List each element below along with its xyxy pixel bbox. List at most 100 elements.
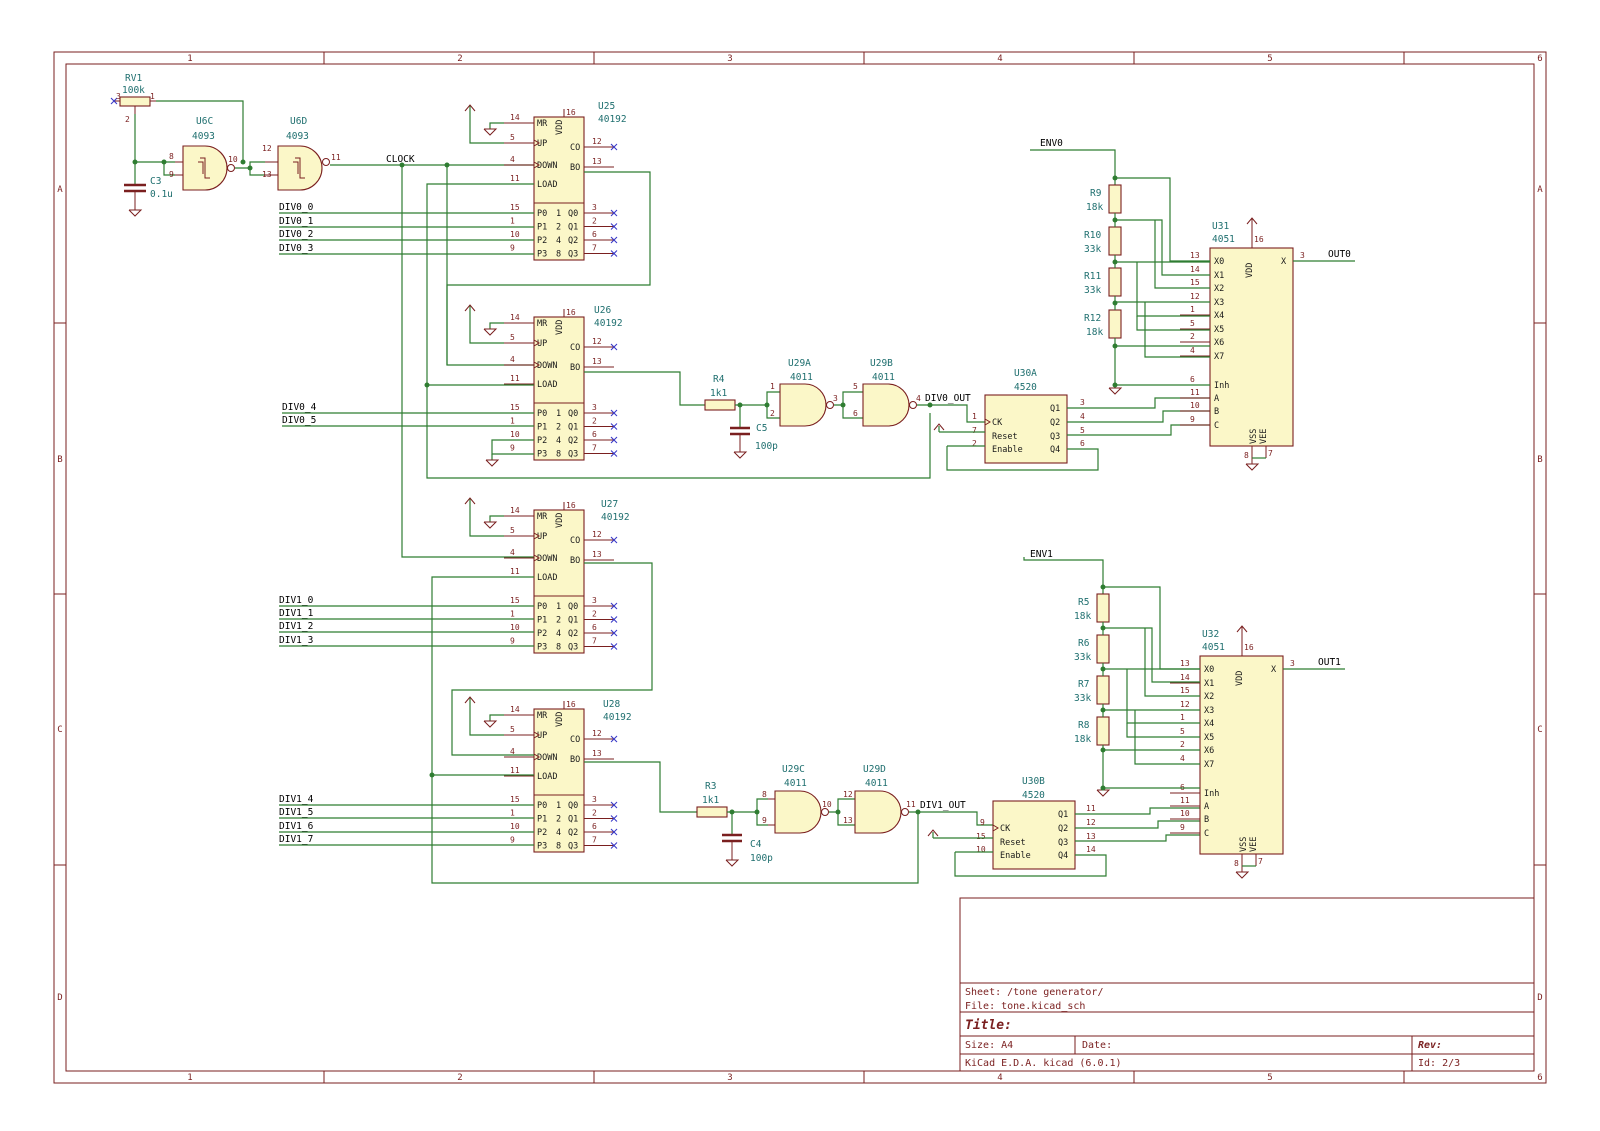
r4-value: 1k1 [710, 388, 727, 399]
u27-pin-label-bo: BO [570, 556, 580, 566]
u25-pin-num-vdd: 16 [566, 108, 576, 117]
r3-ref: R3 [705, 781, 716, 792]
c3-ref: C3 [150, 176, 161, 187]
u29d-value: 4011 [865, 778, 888, 789]
u26-pin-num-bo: 13 [592, 357, 602, 366]
u29c-pin-out: 10 [822, 800, 832, 809]
u27-pin-label-down: DOWN [537, 554, 557, 564]
u26-pin-label-co: CO [570, 343, 580, 353]
c5-ref: C5 [756, 423, 767, 434]
env1-label: ENV1 [1030, 549, 1053, 560]
div1-0-label: DIV1_0 [279, 595, 314, 606]
u28-value: 40192 [603, 712, 632, 723]
u28-weight-3: 8 [556, 842, 561, 852]
u27-ref: U27 [601, 499, 618, 510]
u30b-counter: U30B 4520 CK Reset Enable Q1 Q2 Q3 Q4 9 … [927, 776, 1200, 877]
u31-pin-num-x4: 1 [1190, 305, 1195, 314]
u26-weight-1: 2 [556, 423, 561, 433]
u6c-value: 4093 [192, 131, 215, 142]
u29c-gate [774, 790, 822, 834]
u26-pin-num-down: 4 [510, 355, 515, 364]
c4-value: 100p [750, 853, 773, 864]
u32-pin-num-out: 3 [1290, 659, 1295, 668]
u26-pin-label-load: LOAD [537, 380, 557, 390]
u28-pin-label-mr: MR [537, 711, 548, 721]
u28-pin-label-q1: Q1 [568, 815, 578, 825]
out0-label: OUT0 [1328, 249, 1351, 260]
u29b-gate [862, 383, 910, 427]
u30a-q1: Q1 [1050, 404, 1060, 414]
u27-pin-num-q3: 7 [592, 637, 597, 646]
r9-ref: R9 [1090, 188, 1102, 199]
u27-vdd-label: VDD [555, 513, 565, 528]
u27-pin-num-q1: 2 [592, 610, 597, 619]
u32-vee-label: VEE [1249, 837, 1259, 852]
u27-pin-label-p0: P0 [537, 602, 547, 612]
u27-pin-label-p3: P3 [537, 643, 547, 653]
r3-body [696, 806, 728, 818]
rv1-pin2: 2 [125, 115, 130, 124]
u28-pin-num-q3: 7 [592, 836, 597, 845]
u28-vdd-label: VDD [555, 712, 565, 727]
u28-pin-num-down: 4 [510, 747, 515, 756]
u31-vdd-label: VDD [1245, 263, 1255, 278]
u29c-value: 4011 [784, 778, 807, 789]
u32-value: 4051 [1202, 642, 1225, 653]
zone-row-d-right: D [1537, 993, 1542, 1003]
div1-3-label: DIV1_3 [279, 635, 313, 646]
u31-pin-num-vee: 7 [1268, 449, 1273, 458]
u31-pin-label-x0: X0 [1214, 257, 1224, 267]
u29d-pin-in2: 13 [843, 816, 853, 825]
r9-value: 18k [1086, 202, 1103, 213]
u32-pin-num-x2: 15 [1180, 686, 1190, 695]
u31-ref: U31 [1212, 221, 1229, 232]
u26-pin-label-up: UP [537, 339, 547, 349]
u25-weight-1: 2 [556, 223, 561, 233]
u26-pin-label-p0: P0 [537, 409, 547, 419]
clock-label: CLOCK [386, 154, 415, 165]
u31-ladder: ENV0 R9 18k R10 33k R11 33k R12 18k [1030, 138, 1355, 395]
u29c-ref: U29C [782, 764, 805, 775]
u29b-value: 4011 [872, 372, 895, 383]
title-block: Sheet: /tone generator/ File: tone.kicad… [959, 897, 1535, 1072]
u31-pin-label-x1: X1 [1214, 271, 1224, 281]
u32-mux: U32 4051 [1199, 629, 1284, 855]
title-block-sheet: Sheet: /tone generator/ [965, 987, 1103, 998]
u6d-ref: U6D [290, 116, 307, 127]
u28-pin-label-load: LOAD [537, 772, 557, 782]
u26-pin-num-co: 12 [592, 337, 602, 346]
u31-vss-label: VSS [1249, 429, 1259, 444]
r5-value: 18k [1074, 611, 1091, 622]
div1-4-label: DIV1_4 [279, 794, 314, 805]
zone-row-b-right: B [1537, 455, 1542, 465]
u27-value: 40192 [601, 512, 630, 523]
u31-pin-num-b: 10 [1190, 401, 1200, 410]
u28-pin-num-q1: 2 [592, 809, 597, 818]
u31-pin-label-x7: X7 [1214, 352, 1224, 362]
u31-pin-num-x7: 4 [1190, 346, 1195, 355]
u29d-ref: U29D [863, 764, 886, 775]
u31-pin-num-x5: 5 [1190, 319, 1195, 328]
u27-pin-num-up: 5 [510, 526, 515, 535]
u27-pin-num-q2: 6 [592, 623, 597, 632]
frame-zone-labels: 1 2 3 4 5 6 1 2 3 4 5 6 A B C D A B C D [57, 54, 1543, 1083]
zone-col-5-top: 5 [1267, 54, 1272, 64]
u6c-pin-out: 10 [228, 155, 238, 164]
u26-vdd-label: VDD [555, 320, 565, 335]
title-block-rev: Rev: [1418, 1040, 1442, 1051]
r4-body [704, 399, 736, 411]
u26-ref: U26 [594, 305, 611, 316]
u28-pin-label-up: UP [537, 731, 547, 741]
title-block-file: File: tone.kicad_sch [965, 1001, 1085, 1012]
u30b-pin-q1: 11 [1086, 804, 1096, 813]
zone-row-d-left: D [57, 993, 62, 1003]
u26-pin-label-p2: P2 [537, 436, 547, 446]
u26-pin-num-q1: 2 [592, 417, 597, 426]
u28-pin-num-co: 12 [592, 729, 602, 738]
u26-pin-label-p3: P3 [537, 450, 547, 460]
u32-pin-label-x5: X5 [1204, 733, 1214, 743]
u31-pin-num-x0: 13 [1190, 251, 1200, 260]
u28-weight-2: 4 [556, 828, 561, 838]
u26-pin-num-up: 5 [510, 333, 515, 342]
u6d-pin-out: 11 [331, 153, 341, 162]
